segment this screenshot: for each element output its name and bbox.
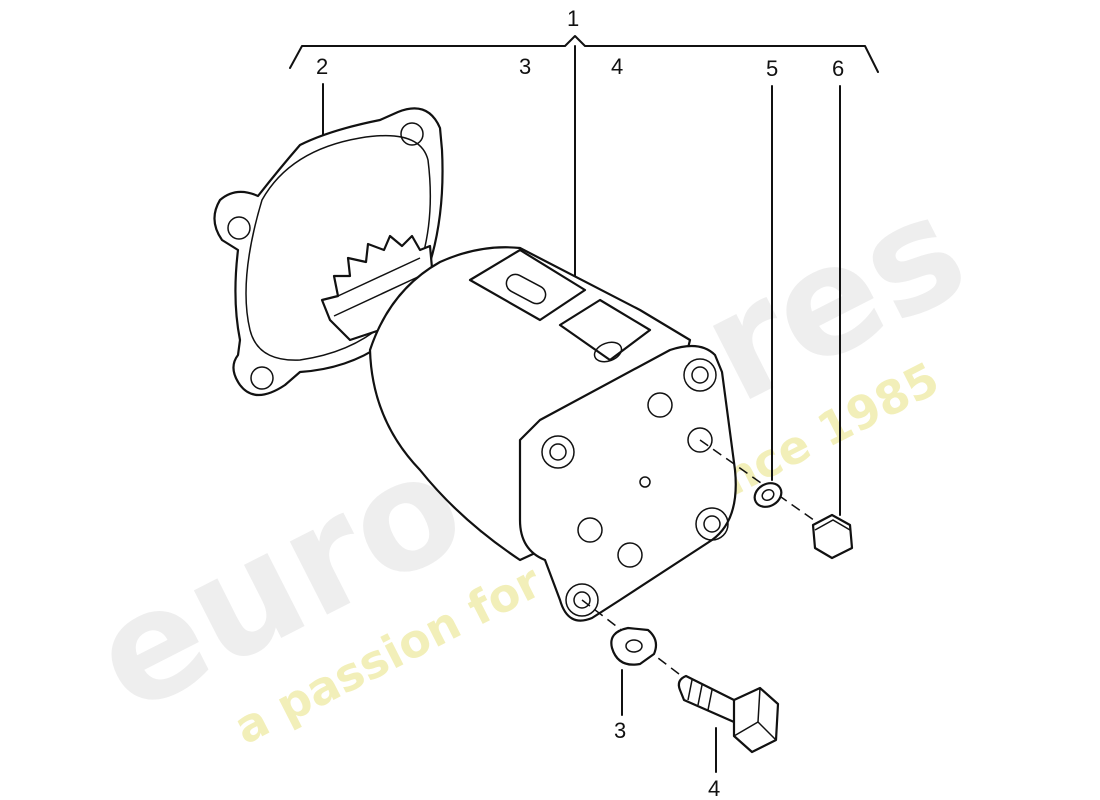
callout-4-top: 4 [611,54,623,79]
callout-2: 2 [316,54,328,79]
callout-4-bottom: 4 [708,776,720,800]
plate-washer [610,626,658,666]
callout-1: 1 [567,6,579,31]
hex-nut [811,513,854,560]
spring-washer [753,482,783,508]
callout-6: 6 [832,56,844,81]
callout-5: 5 [766,56,778,81]
oil-pump-body [320,234,737,622]
group-bracket [289,35,879,291]
hex-bolt [677,674,780,754]
callout-3-top: 3 [519,54,531,79]
callout-3-bottom: 3 [614,718,626,743]
